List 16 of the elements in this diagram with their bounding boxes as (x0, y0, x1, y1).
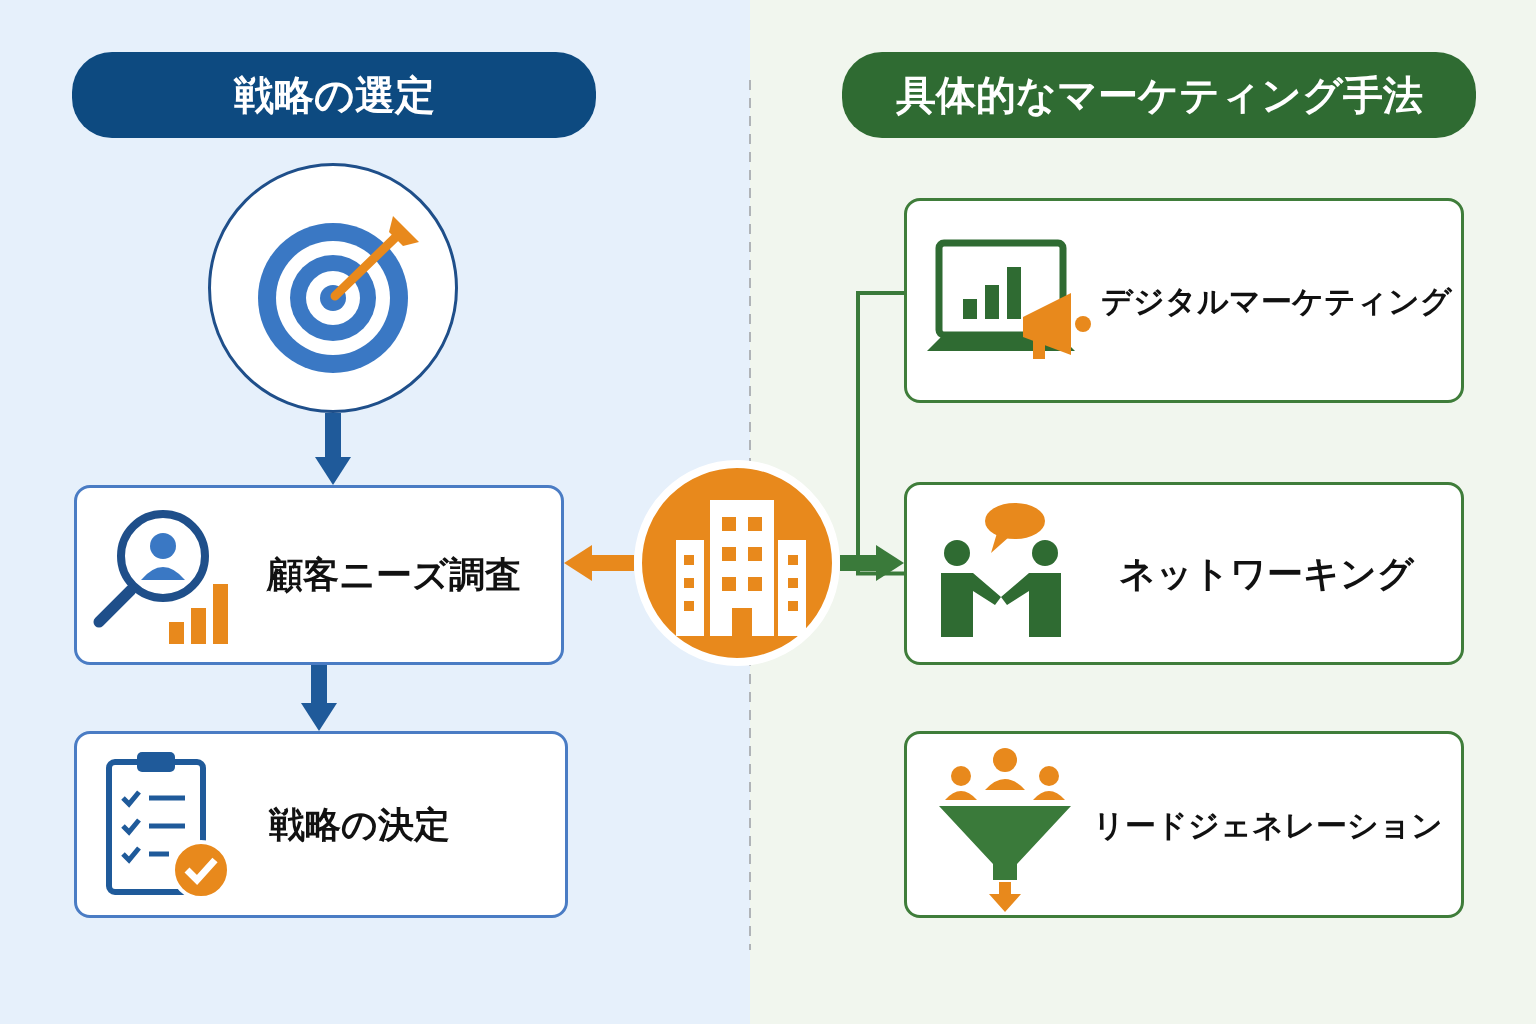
card-title: リードジェネレーション (1093, 805, 1443, 845)
arrow (301, 665, 337, 731)
arrow (315, 413, 351, 485)
card-title: 戦略の決定 (269, 802, 450, 847)
step-card (904, 731, 1464, 918)
section-header: 具体的なマーケティング手法 (842, 52, 1476, 138)
card-title: ネットワーキング (1119, 551, 1414, 596)
step-card (74, 731, 568, 918)
step-card (74, 485, 564, 665)
step-card (904, 198, 1464, 403)
arrow (840, 545, 904, 581)
section-header: 戦略の選定 (72, 52, 596, 138)
step-card (904, 482, 1464, 665)
card-title: デジタルマーケティング (1101, 281, 1452, 321)
arrow (564, 545, 634, 581)
card-title: 顧客ニーズ調査 (267, 553, 521, 597)
